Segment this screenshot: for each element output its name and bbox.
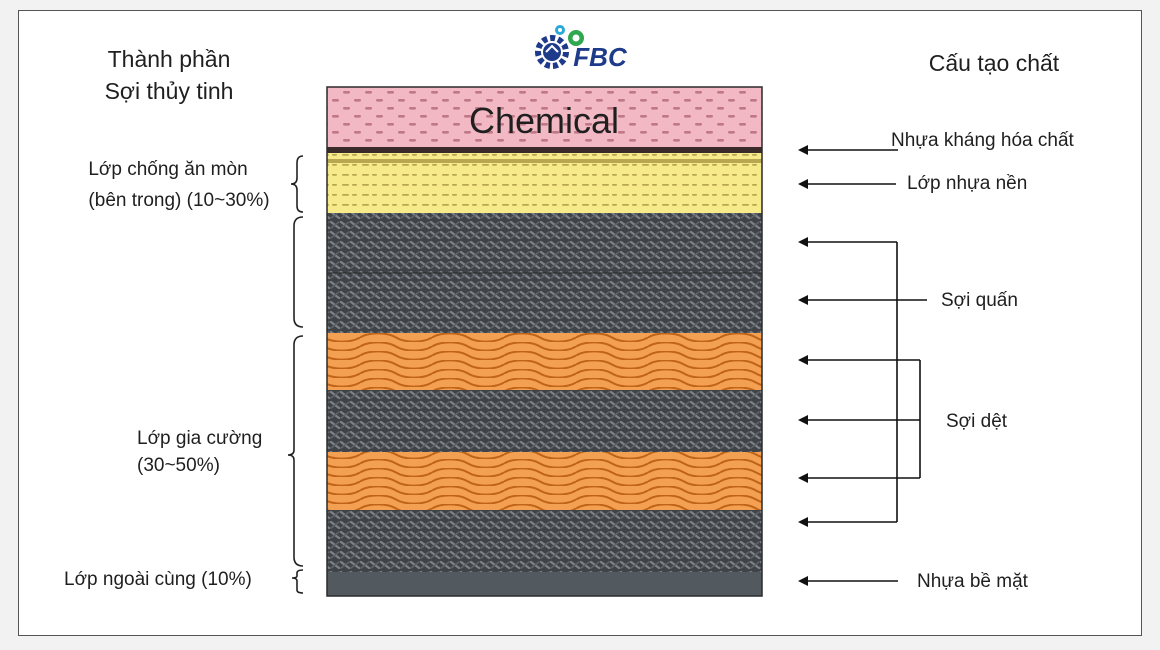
- woven-fiber-layer-2: [327, 390, 762, 452]
- left-braces: [287, 155, 304, 594]
- arrow-woven-2-icon: [798, 415, 808, 425]
- arrow-surface-resin-icon: [798, 576, 808, 586]
- right-arrows: [798, 145, 927, 586]
- arrow-chem-resin-icon: [798, 145, 808, 155]
- chemical-label: Chemical: [469, 100, 619, 141]
- reinforce-label-line2: (30~50%): [137, 455, 220, 476]
- arrow-wound-1-icon: [798, 237, 808, 247]
- base-resin-dash-band: [327, 159, 762, 163]
- reinforce-brace: [287, 335, 304, 567]
- left-header-line2: Sợi thủy tinh: [105, 78, 234, 104]
- woven-fiber-label: Sợi dệt: [946, 411, 1008, 432]
- arrow-woven-1-icon: [798, 355, 808, 365]
- wound-fiber-layer-1: [327, 213, 762, 273]
- base-resin-label: Lớp nhựa nền: [907, 173, 1027, 194]
- wound-fiber-layer-2: [327, 273, 762, 333]
- reinforce-label-line1: Lớp gia cường: [137, 428, 262, 449]
- wound-fiber-label: Sợi quấn: [941, 290, 1018, 311]
- right-header-title: Cấu tạo chất: [929, 50, 1060, 76]
- chem-resin-label: Nhựa kháng hóa chất: [891, 130, 1075, 151]
- wound-fiber-layer-3: [327, 510, 762, 572]
- left-header-line1: Thành phần: [108, 46, 231, 72]
- corrosion-label-line1: Lớp chống ăn mòn: [88, 159, 247, 180]
- logo-text: FBC: [573, 42, 628, 72]
- arrow-woven-3-icon: [798, 473, 808, 483]
- arrow-wound-3-icon: [798, 517, 808, 527]
- chemical-layer: [327, 87, 762, 147]
- woven-fiber-layer-3: [327, 452, 762, 510]
- corrosion-brace: [290, 155, 304, 213]
- gear-logo-icon: [535, 25, 584, 69]
- corrosion-label-line2: (bên trong) (10~30%): [88, 190, 269, 211]
- wound-brace: [293, 216, 304, 328]
- woven-fiber-layer-1: [327, 333, 762, 390]
- chemical-resin-layer: [327, 147, 762, 153]
- outer-layer-label: Lớp ngoài cùng (10%): [64, 569, 252, 590]
- surface-resin-label: Nhựa bề mặt: [917, 571, 1029, 592]
- outer-brace: [291, 569, 304, 594]
- layer-stack: [326, 86, 763, 597]
- surface-resin-layer: [327, 572, 762, 596]
- arrow-wound-2-icon: [798, 295, 808, 305]
- arrow-base-resin-icon: [798, 179, 808, 189]
